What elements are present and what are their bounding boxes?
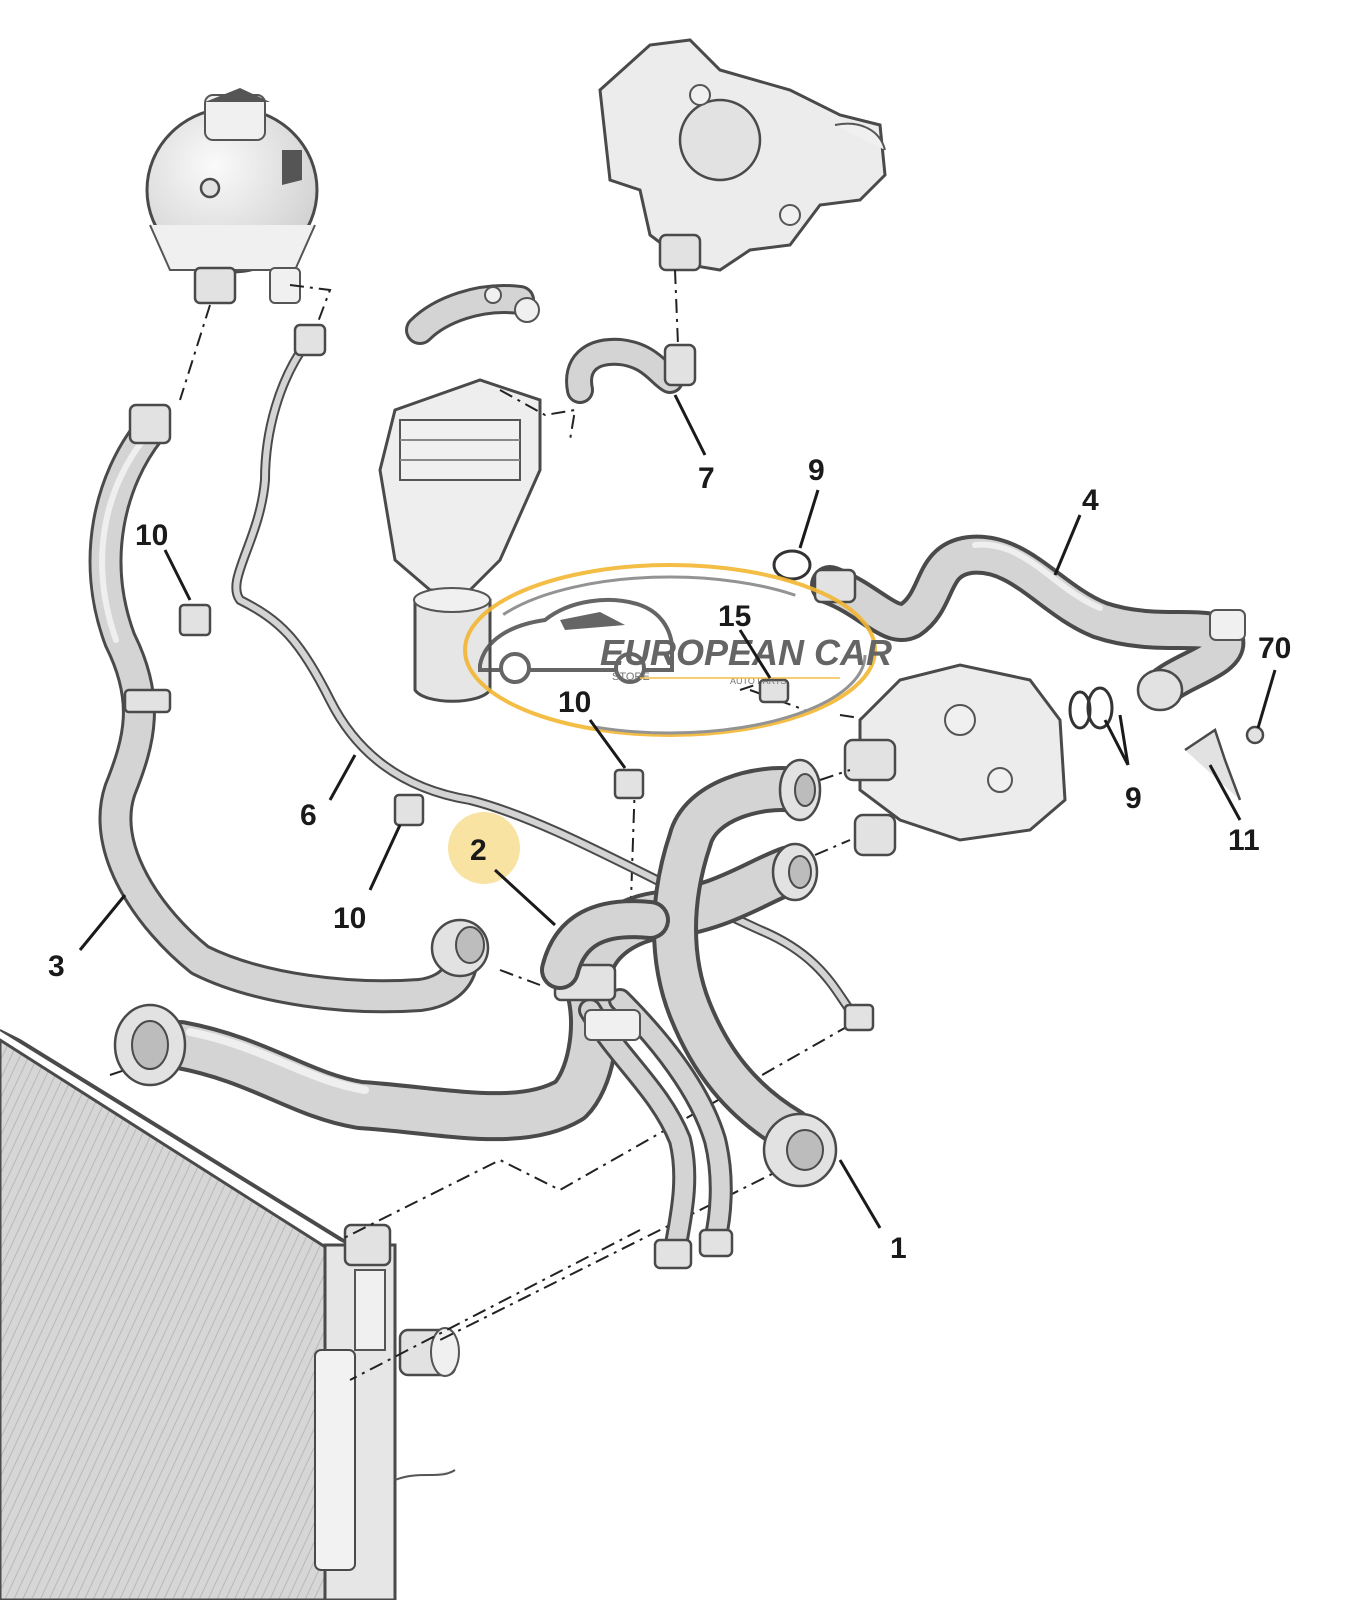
callout-labels: 1 2 3 4 6 7 9 9 10 10 10 11 15 70 xyxy=(48,454,1291,1265)
hose-3 xyxy=(88,403,490,1014)
callout-10-center: 10 xyxy=(558,686,591,719)
branch-pipes xyxy=(540,899,734,1270)
callout-2-highlight xyxy=(448,812,520,884)
expansion-tank xyxy=(145,88,319,305)
callout-3: 3 xyxy=(48,950,65,983)
watermark-ring xyxy=(463,563,877,737)
callout-9-right: 9 xyxy=(1125,782,1142,815)
callout-9-top: 9 xyxy=(808,454,825,487)
bracket-11 xyxy=(1184,725,1265,801)
callout-11: 11 xyxy=(1228,824,1260,857)
hose-2 xyxy=(652,758,838,1188)
car-silhouette-icon xyxy=(478,598,674,684)
engine-outlet-housing xyxy=(598,38,887,272)
leader-lines xyxy=(78,394,1277,1229)
callout-10-left: 10 xyxy=(135,519,168,552)
watermark-sub: STORE xyxy=(612,671,650,683)
radiator xyxy=(0,1029,460,1600)
callout-4: 4 xyxy=(1082,484,1099,517)
connector-15 xyxy=(758,678,790,704)
callout-7: 7 xyxy=(698,462,715,495)
oil-cooler xyxy=(378,284,542,703)
callout-2: 2 xyxy=(470,834,487,867)
callout-10-bottom: 10 xyxy=(333,902,366,935)
clips-10 xyxy=(178,603,645,827)
callout-70: 70 xyxy=(1258,632,1291,665)
hose-7 xyxy=(565,337,697,404)
watermark-tagline: AUTO PARTS xyxy=(730,676,787,686)
line-6 xyxy=(231,323,875,1032)
water-pump-housing xyxy=(843,663,1114,857)
callout-15: 15 xyxy=(718,600,751,633)
callout-6: 6 xyxy=(300,799,317,832)
callout-1: 1 xyxy=(890,1232,907,1265)
